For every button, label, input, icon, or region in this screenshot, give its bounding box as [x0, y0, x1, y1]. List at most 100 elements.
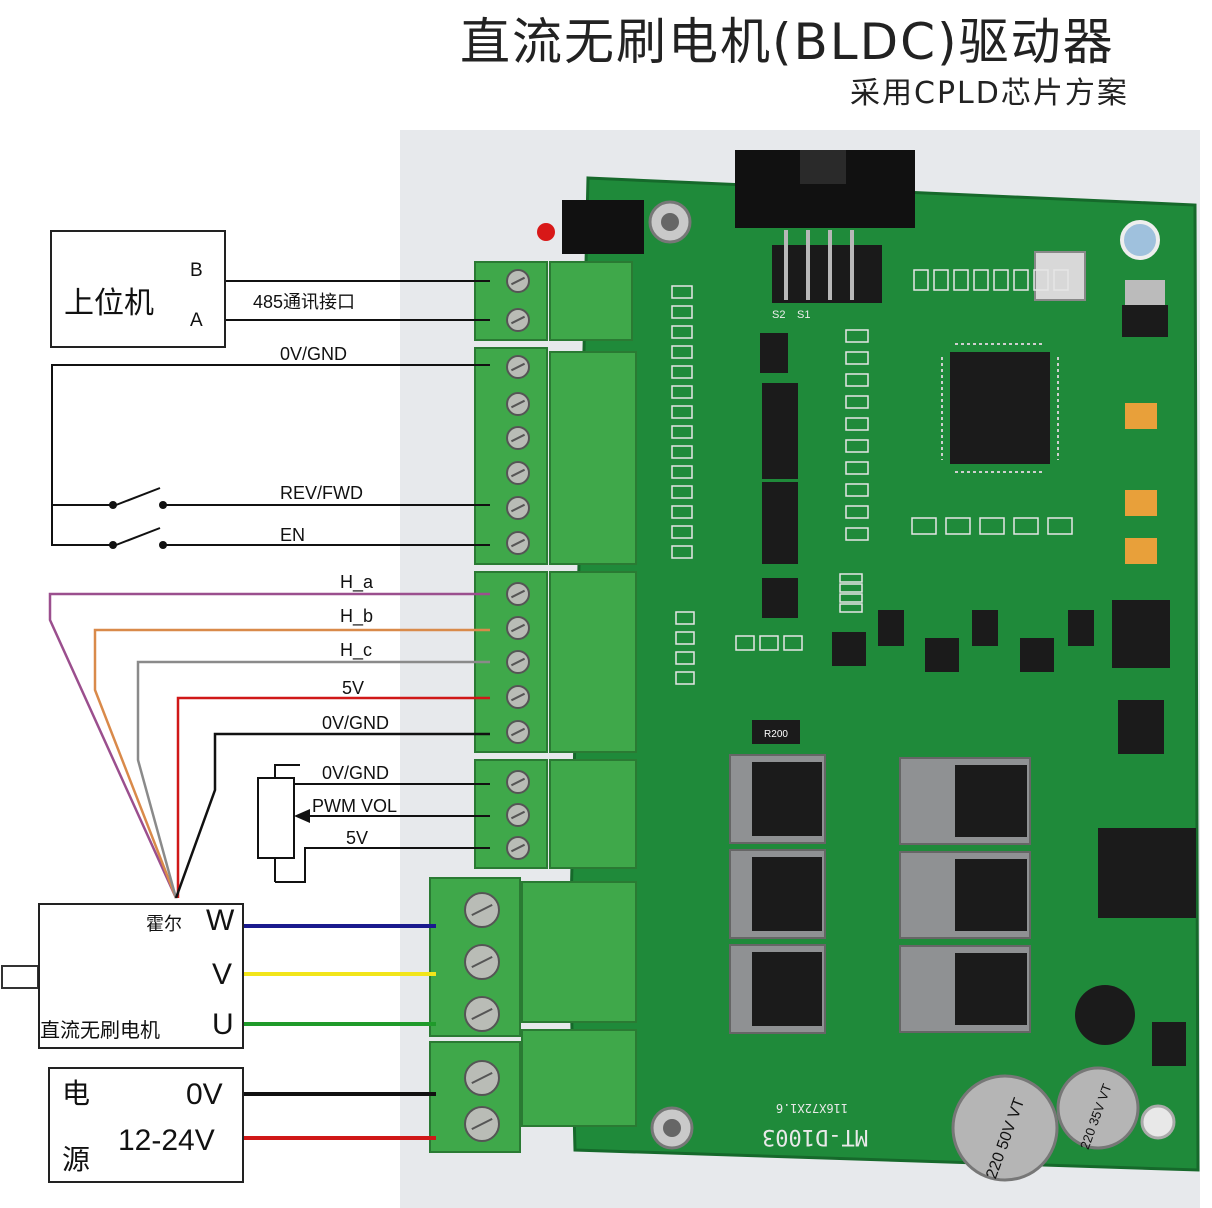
- motor-name: 直流无刷电机: [40, 1018, 160, 1042]
- hall-b-label: H_b: [340, 606, 374, 626]
- smd-pad-18: [845, 417, 869, 431]
- silk-part-number: MT-D1003: [762, 1124, 868, 1149]
- smd-pad-45: [839, 583, 863, 593]
- page-title: 直流无刷电机(BLDC)驱动器: [460, 13, 1115, 71]
- wire-speed-5v: [275, 847, 490, 883]
- terminal-485: [474, 261, 633, 341]
- smd-pad-47: [839, 603, 863, 613]
- smd-pad-5: [671, 385, 693, 399]
- mount-hole-br: [1140, 1104, 1176, 1140]
- smd-pad-11: [671, 505, 693, 519]
- tantalum-cap-3: [1125, 538, 1157, 564]
- smd-pad-9: [671, 465, 693, 479]
- inductor: [1075, 985, 1135, 1045]
- terminal-motor: [429, 877, 637, 1037]
- terminal-screws: [464, 269, 530, 1142]
- capacitor-large: [951, 1074, 1059, 1182]
- rs485-label: 485通讯接口: [253, 292, 356, 312]
- host-name: 上位机: [64, 286, 154, 321]
- smd-pad-17: [845, 395, 869, 409]
- ic-q3: [925, 638, 959, 672]
- ic-q2: [878, 610, 904, 646]
- hall-c-label: H_c: [340, 640, 373, 660]
- smd-pad-34: [979, 517, 1005, 535]
- cpld-chip: [950, 352, 1050, 464]
- screw-motor-1-slot: [471, 956, 493, 968]
- smd-pad-39: [675, 651, 695, 665]
- wires: [48, 280, 490, 1140]
- motor-hall-label: 霍尔: [146, 914, 182, 935]
- speed-5v-label: 5V: [346, 828, 369, 848]
- led-indicator: [537, 223, 555, 241]
- silk-board-size: 116X72X1.6: [776, 1101, 848, 1115]
- smd-pad-31: [1053, 269, 1069, 291]
- power-vin-label: 12-24V: [118, 1124, 215, 1157]
- smd-pad-36: [1047, 517, 1073, 535]
- cpld-pins: [941, 343, 1059, 473]
- smd-pad-33: [945, 517, 971, 535]
- en-label: EN: [280, 525, 306, 545]
- screw-ctrl-5-slot: [510, 538, 526, 548]
- ic-u1: [760, 333, 788, 373]
- power-char-2: 源: [62, 1143, 91, 1176]
- screw-hall-3-slot: [510, 692, 526, 702]
- crystal: [1034, 251, 1086, 301]
- smd-pad-46: [839, 593, 863, 603]
- screw-motor-2-slot: [471, 1008, 493, 1020]
- smd-pad-2: [671, 325, 693, 339]
- smd-pad-41: [735, 635, 755, 651]
- screw-speed-0-slot: [510, 777, 526, 787]
- wire-hall-gnd: [174, 732, 490, 899]
- capacitor-small: [1056, 1066, 1140, 1150]
- power-regulator: [1098, 828, 1196, 918]
- smd-pad-12: [671, 525, 693, 539]
- smd-pad-20: [845, 461, 869, 475]
- idc-key: [800, 150, 846, 184]
- smd-pad-8: [671, 445, 693, 459]
- smd-pad-42: [759, 635, 779, 651]
- screw-ctrl-1-slot: [510, 399, 526, 409]
- ic-q5: [1020, 638, 1054, 672]
- terminal-hall: [474, 571, 637, 753]
- ctrl-gnd-label: 0V/GND: [280, 344, 348, 364]
- host-pin-b: B: [190, 260, 203, 281]
- screw-hall-1-slot: [510, 623, 526, 633]
- smd-pad-15: [845, 351, 869, 365]
- smd-pad-25: [933, 269, 949, 291]
- smd-pad-1: [671, 305, 693, 319]
- smd-pad-24: [913, 269, 929, 291]
- smd-pad-16: [845, 373, 869, 387]
- ic-q1: [832, 632, 866, 666]
- tantalum-cap-1: [1125, 403, 1157, 429]
- smd-pad-6: [671, 405, 693, 419]
- smd-pad-26: [953, 269, 969, 291]
- wire-ctrl-gnd: [51, 364, 490, 546]
- screw-ctrl-3-slot: [510, 468, 526, 478]
- regulator-u13: [1118, 700, 1164, 754]
- smd-pad-28: [993, 269, 1009, 291]
- terminal-speed: [474, 759, 637, 869]
- screw-ctrl-2-slot: [510, 433, 526, 443]
- tantalum-cap-2: [1125, 490, 1157, 516]
- smd-pad-13: [671, 545, 693, 559]
- hall-5v-label: 5V: [342, 678, 365, 698]
- smd-pad-4: [671, 365, 693, 379]
- smd-pad-7: [671, 425, 693, 439]
- speed-gnd-label: 0V/GND: [322, 763, 390, 783]
- smd-pad-30: [1033, 269, 1049, 291]
- wire-hall-a: [48, 592, 490, 899]
- switch-rev-blade: [115, 487, 161, 506]
- ic-q6: [1068, 610, 1094, 646]
- smd-pad-40: [675, 671, 695, 685]
- diode-d1: [1152, 1022, 1186, 1066]
- screw-power-1-slot: [471, 1118, 493, 1130]
- smd-pad-29: [1013, 269, 1029, 291]
- switch-contacts: [109, 501, 167, 549]
- smd-pad-14: [845, 329, 869, 343]
- screw-hall-0-slot: [510, 589, 526, 599]
- switch-en-blade: [115, 527, 161, 546]
- motor-box: [38, 903, 244, 1049]
- power-char-1: 电: [62, 1077, 91, 1110]
- screw-hall-4-slot: [510, 727, 526, 737]
- smd-pad-27: [973, 269, 989, 291]
